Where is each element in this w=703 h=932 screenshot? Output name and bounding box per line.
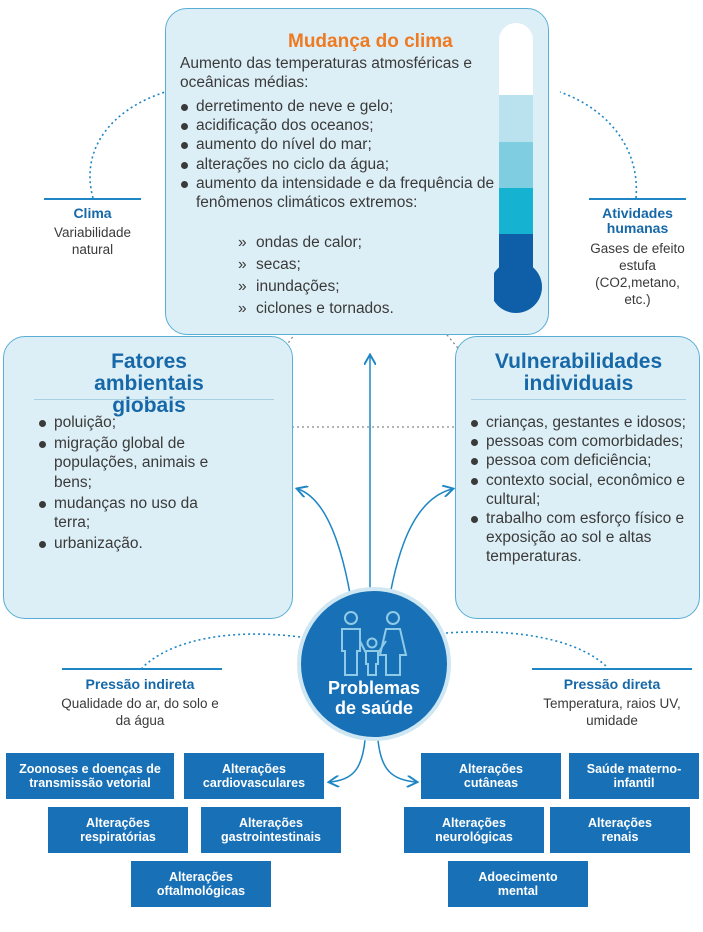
extreme-events-list: »ondas de calor; »secas; »inundações; »c… <box>238 232 394 320</box>
family-icon <box>341 611 408 676</box>
direct-pressure-text: Temperatura, raios UV, umidade <box>543 696 681 728</box>
list-item: »ondas de calor; <box>238 234 362 251</box>
outcome-respiratory: Alterações respiratórias <box>48 807 188 853</box>
outcome-cutaneous: Alterações cutâneas <box>421 753 561 799</box>
health-problems-title: Problemas de saúde <box>327 678 421 718</box>
list-item: pessoas com comorbidades; <box>470 432 692 451</box>
climate-rule <box>44 198 141 200</box>
human-driver-title: Atividades humanas <box>602 205 673 236</box>
vulnerabilities-panel: Vulnerabilidades individuais crianças, g… <box>455 336 700 619</box>
list-item: pessoa com deficiência; <box>470 451 692 470</box>
list-item: aumento do nível do mar; <box>180 135 495 154</box>
list-item: migração global de populações, animais e… <box>38 434 238 492</box>
thermometer-icon <box>494 23 542 313</box>
divider <box>471 399 686 400</box>
list-item: derretimento de neve e gelo; <box>180 97 495 116</box>
climate-driver-text: Variabilidade natural <box>53 225 132 257</box>
list-item: trabalho com esforço físico e exposição … <box>470 509 692 567</box>
direct-pressure-title: Pressão direta <box>563 676 661 692</box>
list-item: »secas; <box>238 256 301 273</box>
outcome-neurological: Alterações neurológicas <box>404 807 544 853</box>
vulnerabilities-list: crianças, gestantes e idosos; pessoas co… <box>470 413 692 567</box>
list-item: acidificação dos oceanos; <box>180 116 495 135</box>
indirect-rule <box>62 668 222 670</box>
climate-change-panel: Mudança do clima Aumento das temperatura… <box>165 8 549 335</box>
environmental-factors-panel: Fatores ambientais globais poluição; mig… <box>3 336 293 619</box>
outcome-zoonoses: Zoonoses e doenças de transmissão vetori… <box>6 753 174 799</box>
list-item: »ciclones e tornados. <box>238 300 394 317</box>
indirect-pressure-text: Qualidade do ar, do solo e da água <box>61 696 219 728</box>
list-item: alterações no ciclo da água; <box>180 155 495 174</box>
vulnerabilities-title: Vulnerabilidades individuais <box>494 350 663 395</box>
list-item: crianças, gestantes e idosos; <box>470 413 692 432</box>
health-problems-circle: Problemas de saúde <box>297 587 451 741</box>
outcome-renal: Alterações renais <box>550 807 690 853</box>
indirect-pressure-title: Pressão indireta <box>85 676 195 692</box>
list-item: urbanização. <box>38 534 238 553</box>
climate-change-title: Mudança do clima <box>288 31 453 52</box>
climate-driver-title: Clima <box>73 205 112 221</box>
outcome-maternal-child: Saúde materno-infantil <box>569 753 699 799</box>
outcome-gastrointestinal: Alterações gastrointestinais <box>201 807 341 853</box>
direct-rule <box>532 668 692 670</box>
outcome-ophthalmologic: Alterações oftalmológicas <box>131 861 271 907</box>
list-item: poluição; <box>38 413 238 432</box>
environmental-factors-title: Fatores ambientais globais <box>94 350 204 417</box>
human-rule <box>589 198 686 200</box>
human-driver-text: Gases de efeito estufa (CO2,metano, etc.… <box>590 241 685 307</box>
divider <box>34 399 274 400</box>
list-item: contexto social, econômico e cultural; <box>470 471 692 509</box>
outcome-cardiovascular: Alterações cardiovasculares <box>184 753 324 799</box>
list-item: aumento da intensidade e da frequência d… <box>180 174 495 212</box>
outcome-mental-health: Adoecimento mental <box>448 861 588 907</box>
list-item: mudanças no uso da terra; <box>38 494 238 532</box>
climate-change-list: derretimento de neve e gelo; acidificaçã… <box>180 97 495 212</box>
list-item: »inundações; <box>238 278 340 295</box>
environmental-factors-list: poluição; migração global de populações,… <box>38 413 238 553</box>
climate-change-intro: Aumento das temperaturas atmosféricas e … <box>180 55 473 91</box>
